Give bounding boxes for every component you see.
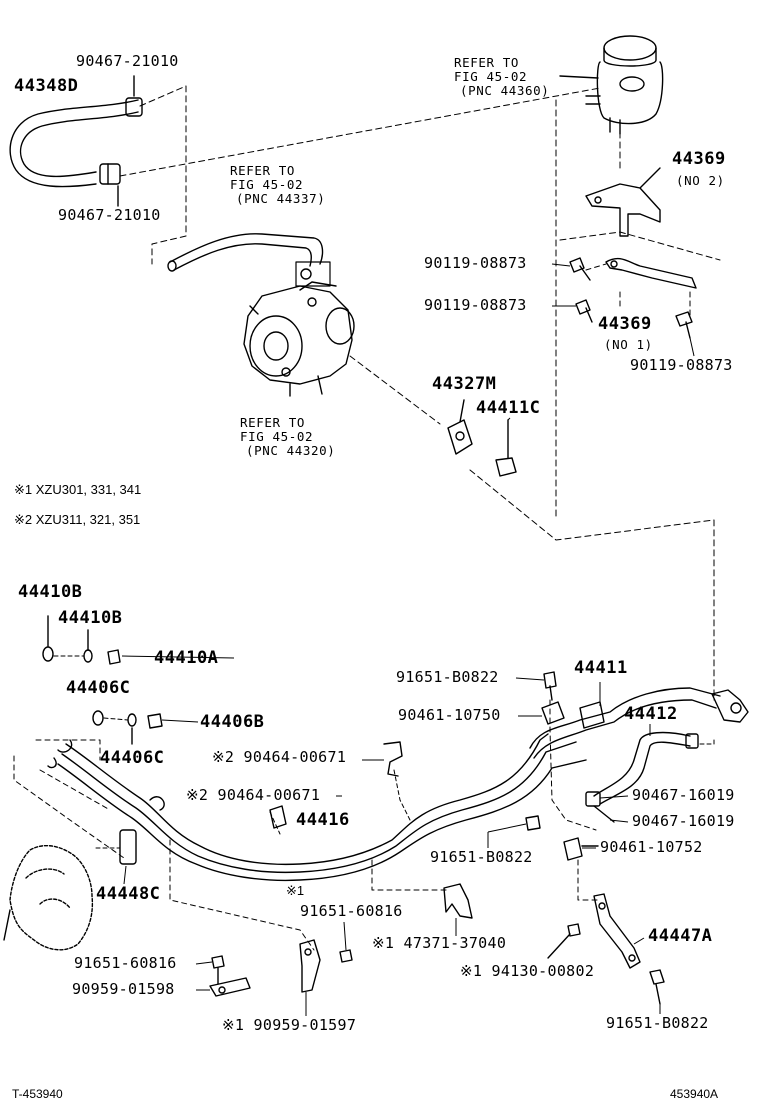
label-94130-00802: ※1 94130-00802 [460, 962, 595, 980]
label-44416: 44416 [296, 810, 350, 830]
footer-left-id: T-453940 [12, 1087, 63, 1101]
bracket-44447a-drawing [594, 894, 640, 968]
label-90959-01597: ※1 90959-01597 [222, 1016, 357, 1034]
label-44406c-b: 44406C [100, 748, 165, 768]
ref-44320-line3: (PNC 44320) [246, 443, 336, 458]
label-44327m: 44327M [432, 374, 497, 394]
grommet-44448c-drawing [120, 830, 136, 864]
label-91651-b0822-c: 91651-B0822 [606, 1014, 709, 1032]
tube-44412-drawing [586, 733, 698, 822]
ref-44337-line1: REFER TO [230, 163, 296, 178]
ref-44320: REFER TO FIG 45-02 (PNC 44320) [240, 416, 335, 458]
label-44369-no2: 44369 [672, 149, 726, 169]
label-44411: 44411 [574, 658, 628, 678]
label-44369-no2-sub: (NO 2) [676, 173, 725, 188]
note-2: ※2 XZU311, 321, 351 [14, 512, 141, 527]
label-44348d: 44348D [14, 76, 79, 96]
label-44448c: 44448C [96, 884, 161, 904]
label-44410a: 44410A [154, 648, 219, 668]
pump-drawing [244, 282, 354, 396]
label-90467-21010-bottom: 90467-21010 [58, 206, 161, 224]
label-44406b: 44406B [200, 712, 265, 732]
label-91651-60816-a: 91651-60816 [300, 902, 403, 920]
gasket-44410-drawings [43, 616, 120, 664]
clamp-90461-drawings [542, 702, 598, 860]
ref-44337: REFER TO FIG 45-02 (PNC 44337) [230, 164, 325, 206]
label-90467-16019-b: 90467-16019 [632, 812, 735, 830]
bolt-44411c-drawing [496, 420, 516, 476]
label-44411c: 44411C [476, 398, 541, 418]
label-90464-00671-a: ※2 90464-00671 [212, 748, 347, 766]
gear-box-drawing [4, 846, 92, 950]
label-90461-10752: 90461-10752 [600, 838, 703, 856]
ref-44360-line3: (PNC 44360) [460, 83, 550, 98]
ref-44320-line2: FIG 45-02 [240, 429, 314, 444]
ref-44320-line1: REFER TO [240, 415, 306, 430]
footer-right-id: 453940A [670, 1087, 719, 1101]
clamp-47371-drawing [444, 884, 472, 918]
label-91651-b0822-a: 91651-B0822 [396, 668, 499, 686]
label-44369-no1: 44369 [598, 314, 652, 334]
bottom-left-fasteners [210, 940, 352, 996]
label-90119-08873-a: 90119-08873 [424, 254, 527, 272]
tube-44411-drawing [530, 688, 748, 758]
reservoir-drawing [560, 36, 663, 134]
bracket-44369-no2-drawing [586, 168, 660, 236]
ref-44337-line3: (PNC 44337) [236, 191, 326, 206]
label-91651-60816-b: 91651-60816 [74, 954, 177, 972]
label-90467-16019-a: 90467-16019 [632, 786, 735, 804]
label-90467-21010-top: 90467-21010 [76, 52, 179, 70]
bolt-91651-b0822-drawings [526, 672, 664, 1004]
label-90461-10750: 90461-10750 [398, 706, 501, 724]
bolt-90119-drawings [570, 258, 692, 338]
label-44406c-a: 44406C [66, 678, 131, 698]
nut-94130-drawing [568, 924, 580, 936]
label-90119-08873-b: 90119-08873 [424, 296, 527, 314]
label-90119-08873-c: 90119-08873 [630, 356, 733, 374]
hose-44348d-drawing [10, 76, 142, 206]
label-90959-01598: 90959-01598 [72, 980, 175, 998]
label-44410b-a: 44410B [18, 582, 83, 602]
label-91651-b0822-b: 91651-B0822 [430, 848, 533, 866]
label-90464-00671-b: ※2 90464-00671 [186, 786, 321, 804]
return-hose-drawing [168, 234, 330, 286]
clamp-90464-drawings [270, 742, 402, 828]
label-44447a: 44447A [648, 926, 713, 946]
ref-44360: REFER TO FIG 45-02 (PNC 44360) [454, 56, 549, 98]
gasket-44406-drawings [93, 711, 162, 744]
ref-44360-line2: FIG 45-02 [454, 69, 528, 84]
ref-44337-line2: FIG 45-02 [230, 177, 304, 192]
bracket-44369-no1-drawing [606, 259, 696, 288]
ref-44360-line1: REFER TO [454, 55, 520, 70]
label-47371-37040: ※1 47371-37040 [372, 934, 507, 952]
tube-bundle-drawing [48, 734, 586, 880]
label-44412: 44412 [624, 704, 678, 724]
label-44410b-b: 44410B [58, 608, 123, 628]
label-44369-no1-sub: (NO 1) [604, 337, 653, 352]
clamp-44327m-drawing [448, 400, 472, 454]
label-mark-1: ※1 [286, 883, 305, 898]
note-1: ※1 XZU301, 331, 341 [14, 482, 142, 497]
